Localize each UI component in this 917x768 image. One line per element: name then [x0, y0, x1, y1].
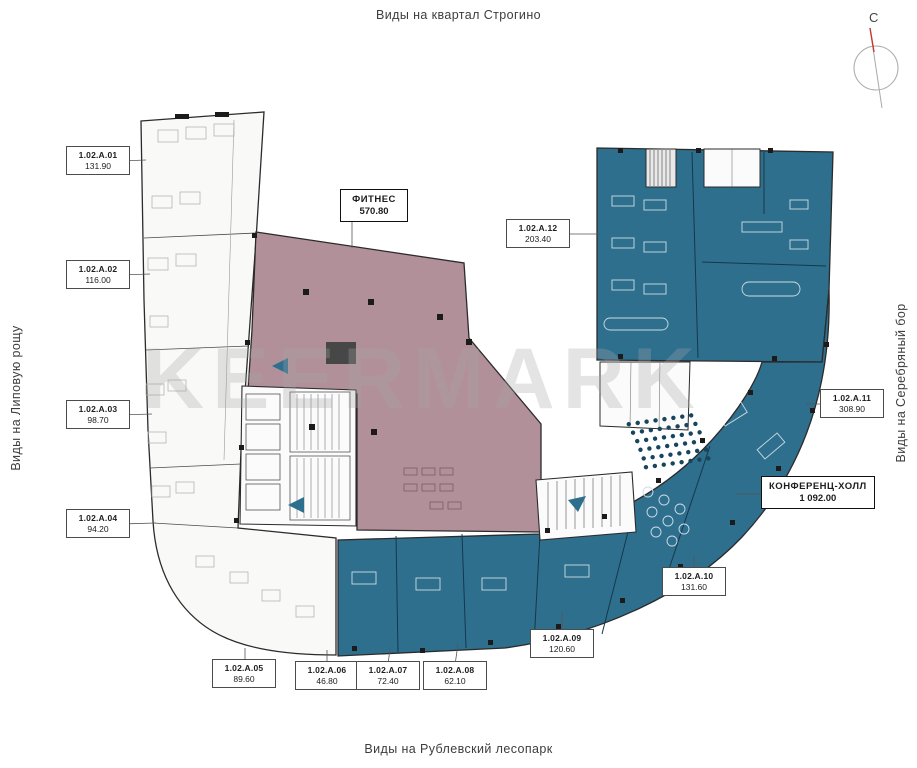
unit-callout-11[interactable]: 1.02.А.11 308.90: [820, 389, 884, 418]
unit-callout-12[interactable]: 1.02.А.12 203.40: [506, 219, 570, 248]
unit-callout-06[interactable]: 1.02.А.06 46.80: [295, 661, 359, 690]
teal-dividers: [395, 151, 827, 653]
unit-callout-04[interactable]: 1.02.А.04 94.20: [66, 509, 130, 538]
unit-callout-07[interactable]: 1.02.А.07 72.40: [356, 661, 420, 690]
zone-callout-conference-hall[interactable]: КОНФЕРЕНЦ-ХОЛЛ 1 092.00: [761, 476, 875, 509]
service-rooms: [599, 361, 691, 431]
unit-callout-03[interactable]: 1.02.А.03 98.70: [66, 400, 130, 429]
left-wing-dividers: [143, 119, 257, 529]
unit-callout-09[interactable]: 1.02.А.09 120.60: [530, 629, 594, 658]
structural-columns: [175, 112, 829, 653]
entrance-arrows: [272, 358, 586, 513]
zone-callout-fitness[interactable]: ФИТНЕС 570.80: [340, 189, 408, 222]
view-label-left: Виды на Липовую рощу: [9, 325, 23, 471]
curved-band-offices[interactable]: [337, 289, 830, 657]
view-label-top: Виды на квартал Строгино: [376, 8, 541, 22]
fitness-equipment: [403, 467, 462, 510]
teal-furniture: [351, 195, 809, 591]
fitness-reception-block: [326, 342, 356, 364]
conference-loose-chairs: [642, 486, 690, 547]
compass-north-label: С: [869, 10, 879, 25]
unit-callout-01[interactable]: 1.02.А.01 131.90: [66, 146, 130, 175]
stair-core: [239, 385, 357, 527]
compass-icon: [853, 27, 899, 109]
top-right-lobby: [645, 148, 761, 188]
left-wing-furniture: [145, 123, 315, 618]
unit-callout-08[interactable]: 1.02.А.08 62.10: [423, 661, 487, 690]
unit-callout-02[interactable]: 1.02.А.02 116.00: [66, 260, 130, 289]
fitness-zone[interactable]: [247, 231, 542, 533]
unit-callout-10[interactable]: 1.02.А.10 131.60: [662, 567, 726, 596]
core-stairs-hatch: [296, 394, 340, 518]
left-wing-offices[interactable]: [140, 111, 337, 656]
unit-callout-05[interactable]: 1.02.А.05 89.60: [212, 659, 276, 688]
view-label-bottom: Виды на Рублевский лесопарк: [364, 742, 553, 756]
band-stair-corridor: [535, 471, 637, 541]
view-label-right: Виды на Серебряный бор: [894, 303, 908, 463]
